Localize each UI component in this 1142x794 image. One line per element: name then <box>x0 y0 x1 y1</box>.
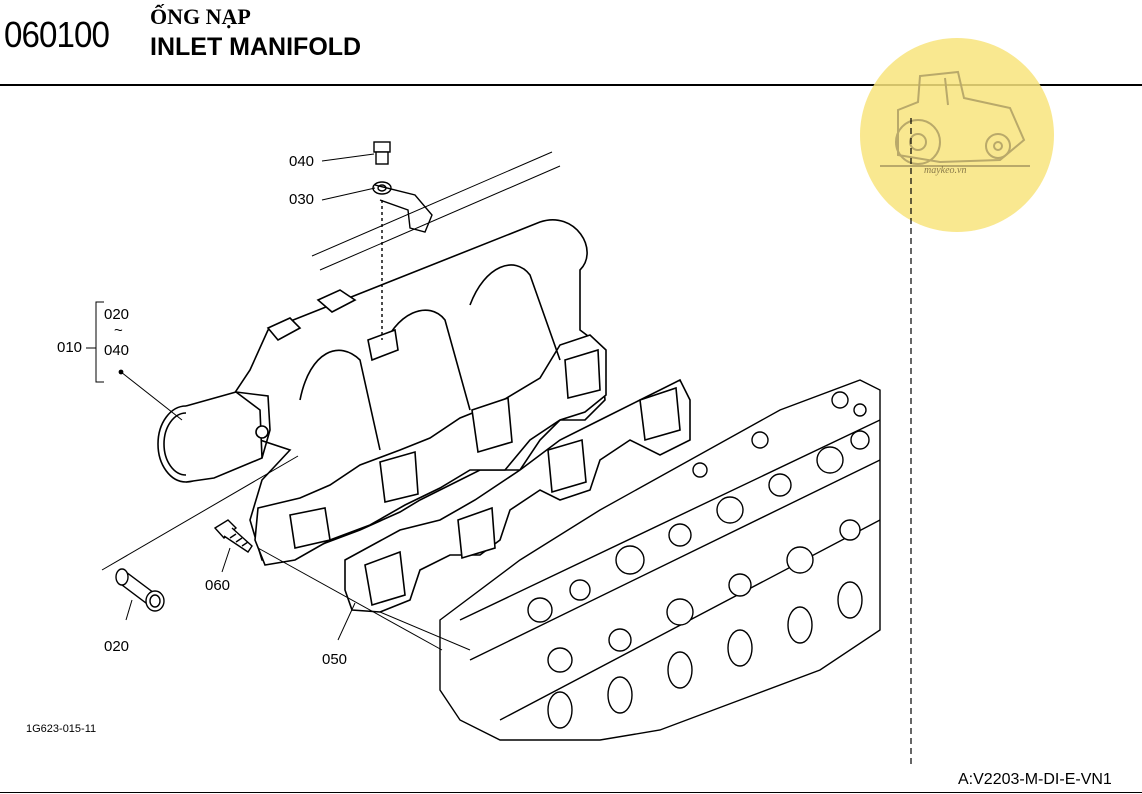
callout-range-start: 020 <box>104 306 130 323</box>
drawing-code: 1G623-015-11 <box>26 723 97 735</box>
reference-guide-lines <box>311 151 561 271</box>
header-rule <box>0 84 1142 86</box>
stud-060 <box>213 519 253 553</box>
gasket-050 <box>344 378 691 613</box>
callout-060-stud: 060 <box>205 577 231 594</box>
callout-030-bracket: 030 <box>289 191 315 208</box>
title-english: INLET MANIFOLD <box>150 33 362 61</box>
callout-050-gasket: 050 <box>322 651 348 668</box>
tractor-icon <box>880 70 1030 167</box>
callout-range-end: 040 <box>104 342 130 359</box>
footer-rule <box>0 792 1142 793</box>
section-code: 060100 <box>4 14 110 55</box>
watermark-text: maykeo.vn <box>924 165 967 176</box>
model-code: A:V2203-M-DI-E-VN1 <box>958 771 1112 788</box>
watermark-logo <box>860 38 1054 232</box>
cylinder-head <box>439 379 881 741</box>
callout-040-bolt: 040 <box>289 153 315 170</box>
callout-range-tilde: ~ <box>114 322 123 339</box>
bracket-030 <box>374 184 433 340</box>
callout-010-assembly: 010 <box>57 339 83 356</box>
leader-lines <box>86 153 471 651</box>
sleeve-020 <box>115 568 165 612</box>
callout-020-sleeve: 020 <box>104 638 130 655</box>
inlet-manifold <box>157 219 607 566</box>
title-vietnamese: ỐNG NẠP <box>150 4 251 29</box>
assembly-dot <box>118 369 124 375</box>
